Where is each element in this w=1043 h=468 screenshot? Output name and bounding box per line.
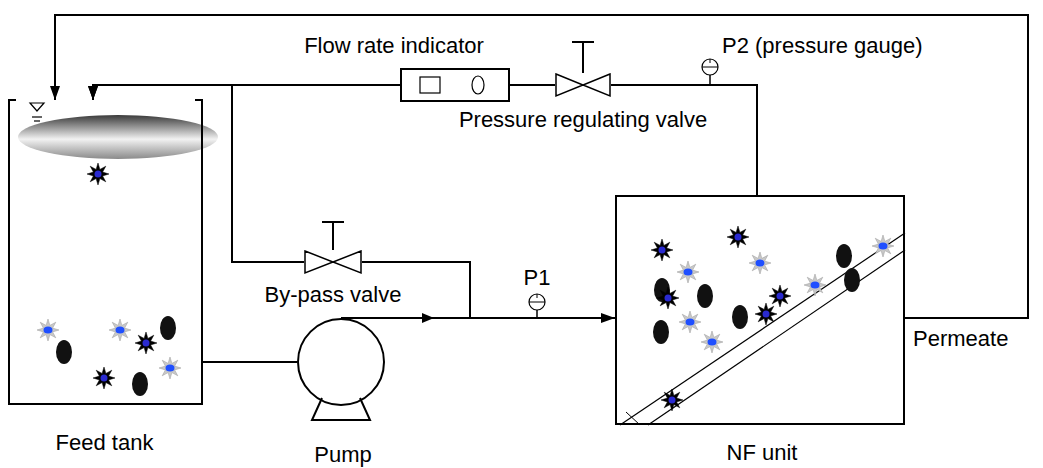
dark-particle <box>93 367 115 389</box>
gauge-stem <box>536 310 538 318</box>
label-holder: Pump <box>314 442 371 467</box>
label-holder: P1 <box>524 265 551 290</box>
pressure-gauge <box>529 294 545 310</box>
node-label: By-pass valve <box>265 282 402 307</box>
membrane-line <box>620 233 905 425</box>
label-holder: By-pass valve <box>265 282 402 307</box>
valve-symbol: Pressure regulating valve <box>555 73 611 97</box>
grey-particle <box>37 319 59 341</box>
dark-particle <box>661 389 683 411</box>
node-label: Pump <box>314 442 371 467</box>
callout-label: Permeate <box>913 326 1008 351</box>
feed-tank: Feed tank <box>8 100 203 405</box>
callout-label: P2 (pressure gauge) <box>722 33 923 58</box>
dark-particle <box>135 332 157 354</box>
grey-particle <box>677 261 699 283</box>
label-holder: Permeate <box>913 326 1008 351</box>
water-level-symbol <box>30 103 44 111</box>
black-particle <box>132 372 148 396</box>
valve-handle <box>572 41 594 43</box>
node-label: Pressure regulating valve <box>459 107 707 132</box>
grey-particle <box>109 319 131 341</box>
grey-particle <box>804 274 826 296</box>
dark-particle <box>651 239 673 261</box>
valve-symbol: By-pass valve <box>304 250 362 274</box>
black-particle <box>836 244 852 268</box>
pipe-line <box>510 84 555 86</box>
black-particle <box>697 284 713 308</box>
membrane-line <box>648 250 905 425</box>
valve-outline <box>304 250 362 274</box>
gauge-stem <box>709 75 711 85</box>
callout-label: P1 <box>524 265 551 290</box>
pressure-gauge <box>537 294 538 298</box>
pump-circle: Pump <box>297 318 385 406</box>
valve-outline <box>555 73 611 97</box>
black-particle <box>844 268 860 292</box>
valve-outline <box>305 251 361 273</box>
dark-particle <box>727 226 749 248</box>
grey-particle <box>679 311 701 333</box>
valve-handle <box>582 42 584 73</box>
black-particle <box>160 316 176 340</box>
flow-indicator-box: Flow rate indicator <box>400 68 510 102</box>
black-particle <box>732 305 748 329</box>
water-level-symbol <box>32 116 42 117</box>
grey-particle <box>749 252 771 274</box>
label-holder: NF unit <box>727 440 798 465</box>
valve-handle <box>332 222 334 250</box>
label-holder: P2 (pressure gauge) <box>722 33 923 58</box>
dark-particle <box>769 285 791 307</box>
node-label: Feed tank <box>56 430 154 455</box>
dark-particle <box>657 287 679 309</box>
black-particle <box>653 320 669 344</box>
pressure-gauge <box>702 67 718 68</box>
black-particle <box>56 340 72 364</box>
water-surface <box>18 115 218 159</box>
node-label: NF unit <box>727 440 798 465</box>
label-holder: Feed tank <box>56 430 154 455</box>
valve-handle <box>322 221 344 223</box>
indicator-display <box>420 77 440 93</box>
pipe-line <box>93 85 400 100</box>
pump-base <box>312 398 370 420</box>
pipe-line <box>93 85 304 262</box>
pipe-line <box>203 361 297 363</box>
node-label: Flow rate indicator <box>304 33 484 58</box>
valve-outline <box>556 74 610 96</box>
label-holder: Pressure regulating valve <box>459 107 707 132</box>
dark-particle <box>87 163 109 185</box>
pressure-gauge <box>702 59 718 75</box>
dark-particle <box>755 303 777 325</box>
grey-particle <box>159 357 181 379</box>
grey-particle <box>872 235 894 257</box>
water-level-symbol <box>34 120 40 121</box>
pressure-gauge <box>529 302 545 303</box>
indicator-dial <box>472 76 484 94</box>
membrane-unit: NF unit <box>615 195 905 425</box>
grey-particle <box>701 331 723 353</box>
pressure-gauge <box>710 59 711 63</box>
label-holder: Flow rate indicator <box>304 33 484 58</box>
pipe-line <box>55 15 1028 318</box>
pipe-line <box>611 85 757 195</box>
